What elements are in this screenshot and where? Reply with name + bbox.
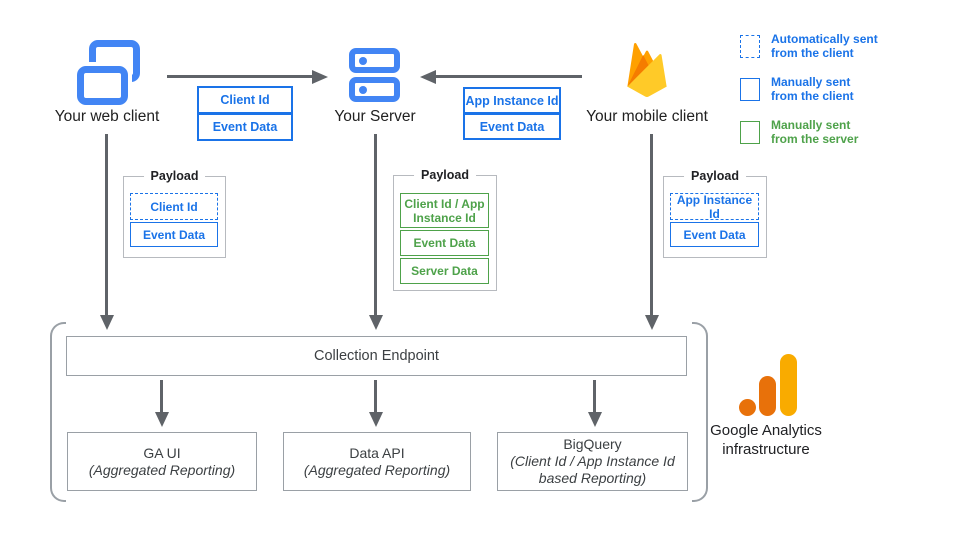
legend-item-manual-server: Manually sent from the server	[740, 118, 930, 149]
payload-item-client-id: Client Id	[130, 193, 218, 220]
payload-server: Payload Client Id / App Instance Id Even…	[393, 168, 497, 291]
legend-line: from the client	[771, 88, 854, 103]
output-box-ga-ui: GA UI (Aggregated Reporting)	[67, 432, 257, 491]
payload-web: Payload Client Id Event Data	[123, 169, 226, 258]
output-box-bigquery: BigQuery (Client Id / App Instance Id ba…	[497, 432, 688, 491]
server-row-bottom	[349, 77, 400, 102]
tag-app-instance-id: App Instance Id	[463, 87, 561, 114]
server-stack-icon	[349, 48, 400, 102]
arrow-line	[650, 134, 653, 315]
arrow-line	[374, 134, 377, 315]
legend-line: Manually sent	[771, 118, 851, 132]
output-subtitle: (Client Id / App Instance Id based Repor…	[510, 453, 675, 486]
arrow-line	[105, 134, 108, 315]
mobile-client-label: Your mobile client	[586, 108, 708, 125]
arrow-head-down-icon	[368, 412, 383, 427]
arrow-line	[167, 75, 313, 78]
payload-item-app-instance-id: App Instance Id	[670, 193, 759, 221]
server-label: Your Server	[334, 108, 416, 125]
collection-endpoint-box: Collection Endpoint	[66, 336, 687, 376]
arrow-head-down-icon	[154, 412, 169, 427]
payload-title: Payload	[684, 169, 746, 183]
caption-line-2: infrastructure	[722, 440, 810, 458]
arrow-head-down-icon	[587, 412, 602, 427]
tag-event-data-web: Event Data	[197, 113, 293, 141]
web-client-node	[77, 40, 140, 106]
payload-mobile: Payload App Instance Id Event Data	[663, 169, 767, 258]
output-title: Data API	[349, 444, 405, 461]
arrow-line	[593, 380, 596, 412]
payload-item-server-data: Server Data	[400, 258, 489, 284]
mobile-client-node	[620, 40, 674, 100]
payload-title: Payload	[414, 168, 476, 182]
arrow-head-down-icon	[368, 315, 383, 330]
output-box-data-api: Data API (Aggregated Reporting)	[283, 432, 471, 491]
front-window-shape	[77, 66, 128, 105]
dashed-blue-swatch-icon	[740, 35, 760, 58]
ga-logo-tall-bar	[780, 354, 797, 416]
arrow-head-down-icon	[99, 315, 114, 330]
solid-green-swatch-icon	[740, 121, 760, 144]
browser-windows-icon	[77, 40, 140, 106]
server-node	[349, 48, 400, 102]
legend-item-auto-client: Automatically sent from the client	[740, 32, 930, 63]
legend-line: Manually sent	[771, 75, 851, 89]
arrow-head-left-icon	[420, 69, 436, 84]
ga-logo-mid-bar	[759, 376, 776, 416]
output-title: BigQuery	[563, 436, 622, 452]
payload-item-event-data: Event Data	[400, 230, 489, 256]
server-led-dot	[359, 56, 367, 65]
infrastructure-bracket-left	[50, 322, 66, 502]
web-client-label: Your web client	[54, 108, 160, 125]
legend-line: from the server	[771, 131, 859, 146]
ga-logo-dot	[739, 399, 756, 416]
tag-event-data-mobile: Event Data	[463, 113, 561, 140]
legend-line: Automatically sent	[771, 32, 878, 46]
arrow-line	[374, 380, 377, 412]
infrastructure-bracket-right	[692, 322, 708, 502]
arrow-head-down-icon	[644, 315, 659, 330]
output-subtitle: (Aggregated Reporting)	[303, 461, 451, 478]
tag-client-id: Client Id	[197, 86, 293, 114]
payload-title: Payload	[143, 169, 206, 183]
server-row-top	[349, 48, 400, 73]
legend-line: from the client	[771, 45, 854, 60]
arrow-line	[436, 75, 582, 78]
payload-item-client-or-app-id: Client Id / App Instance Id	[400, 193, 489, 228]
legend-item-manual-client: Manually sent from the client	[740, 75, 930, 106]
payload-item-event-data: Event Data	[130, 222, 218, 247]
payload-item-event-data: Event Data	[670, 222, 759, 247]
google-analytics-logo	[739, 354, 797, 416]
infrastructure-caption: Google Analytics infrastructure	[676, 422, 856, 459]
output-title: GA UI	[143, 444, 181, 461]
firebase-flame-icon	[627, 43, 667, 98]
output-subtitle: (Aggregated Reporting)	[88, 461, 236, 478]
arrow-head-right-icon	[312, 69, 328, 84]
caption-line-1: Google Analytics	[710, 422, 822, 439]
server-led-dot	[359, 85, 367, 94]
arrow-line	[160, 380, 163, 412]
solid-blue-swatch-icon	[740, 78, 760, 101]
